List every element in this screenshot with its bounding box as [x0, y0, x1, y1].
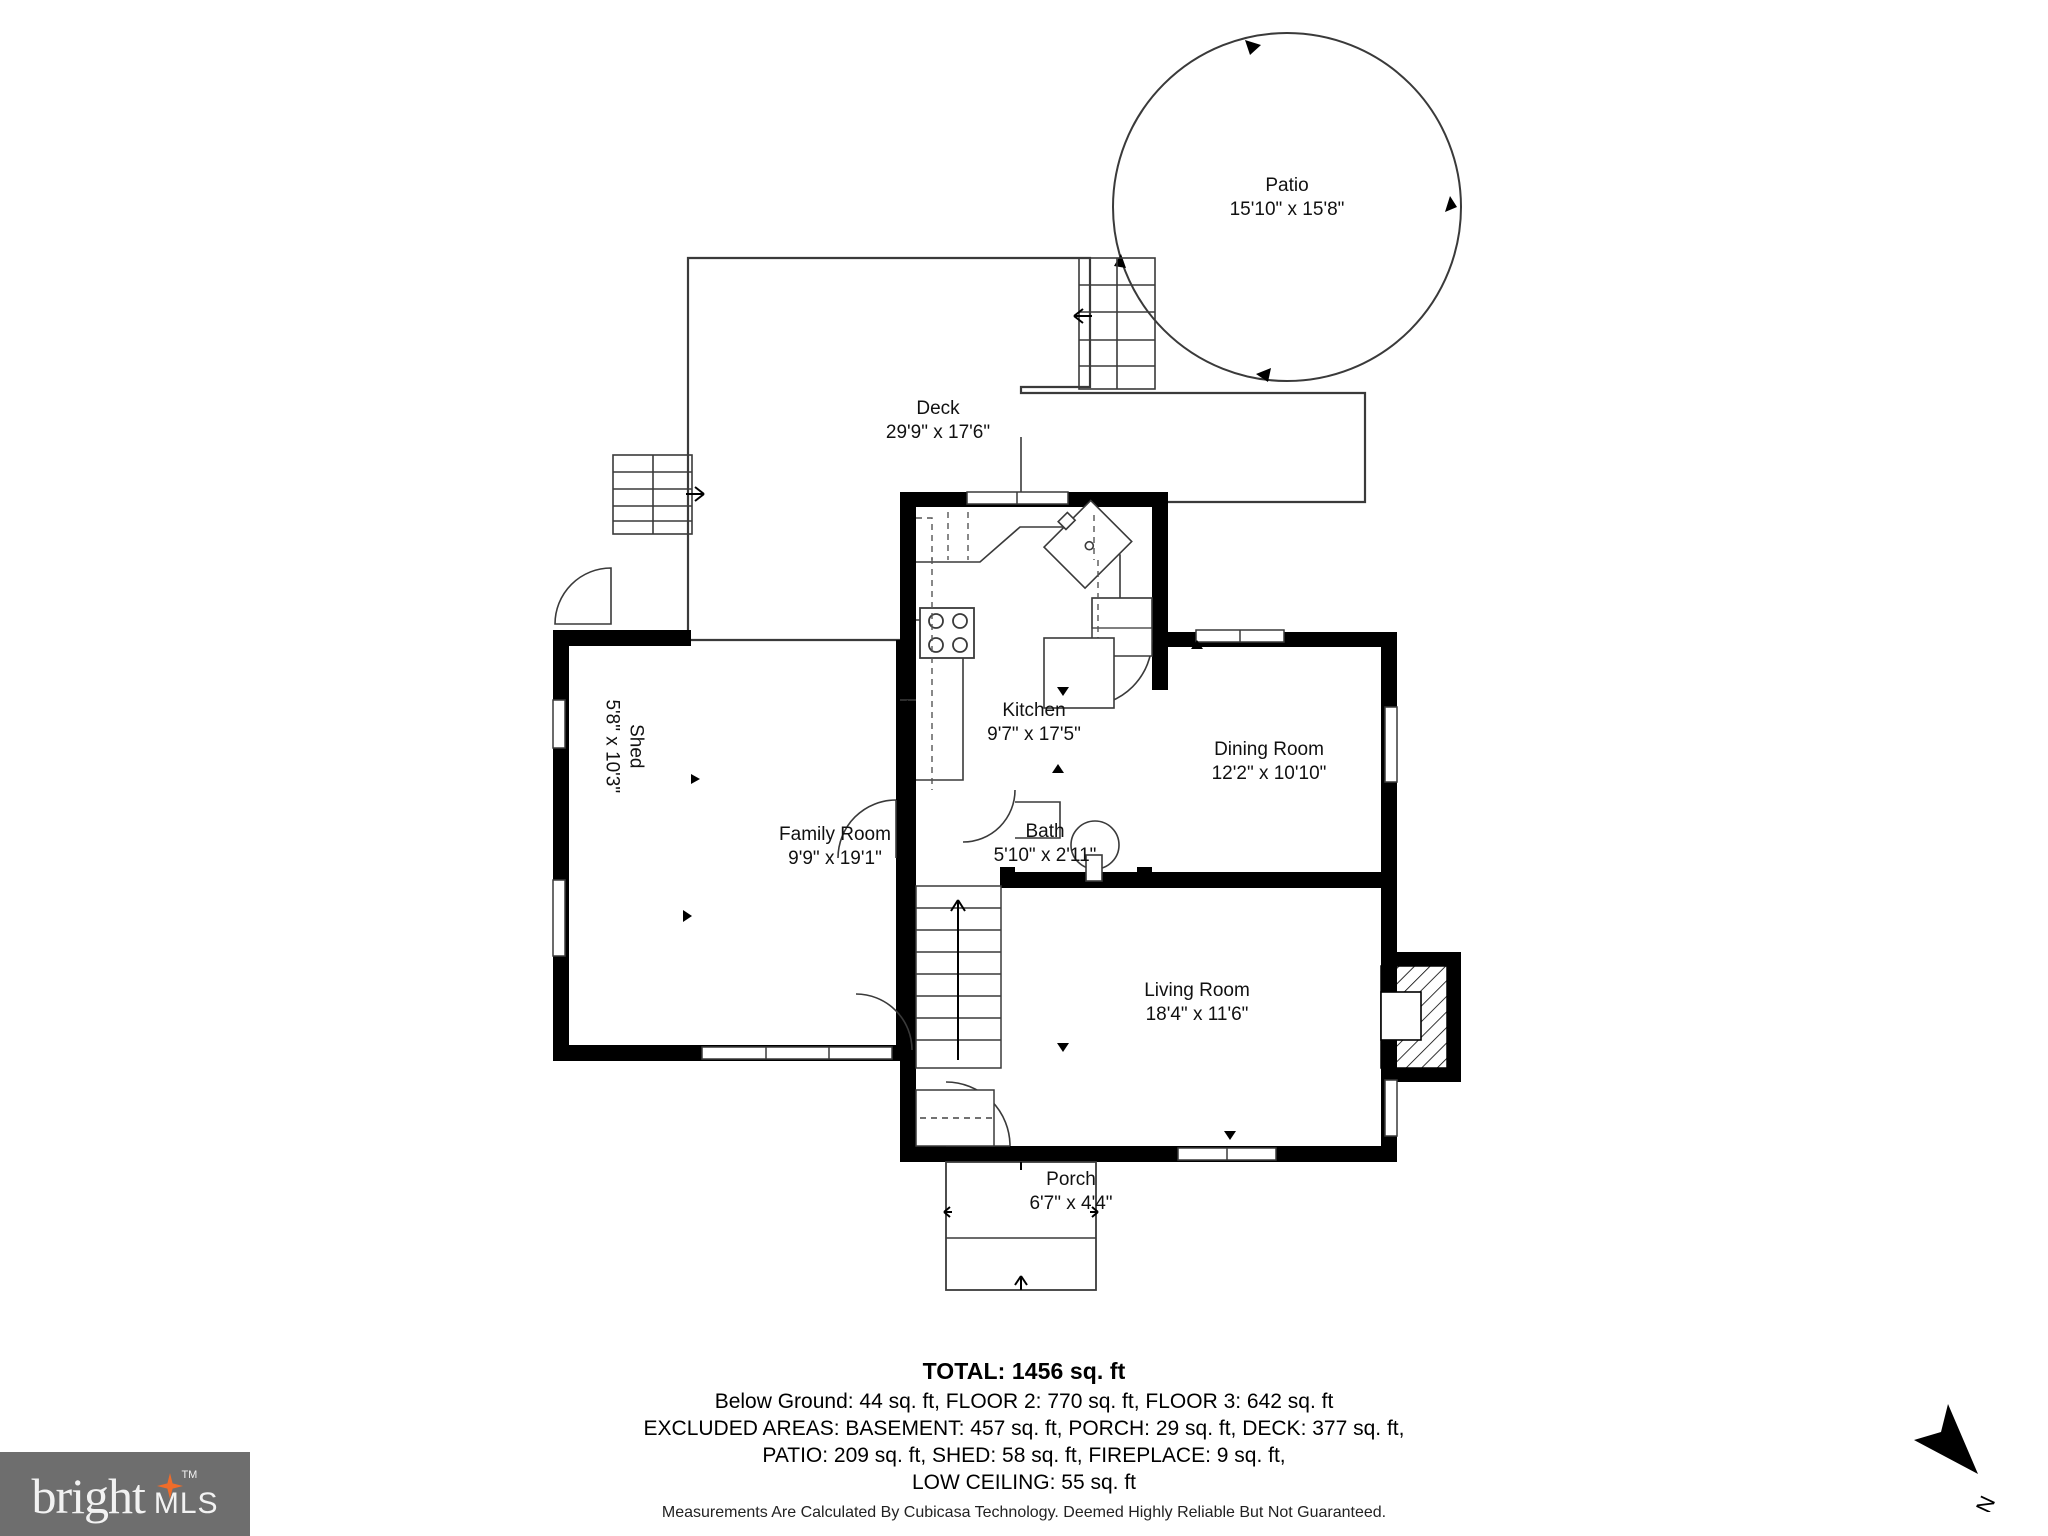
dimension-markers [683, 640, 1236, 1140]
logo-word-bright: bright [31, 1468, 145, 1524]
compass-rose: N [1908, 1382, 2028, 1517]
interior-fills [569, 507, 1381, 1146]
windows [552, 491, 1398, 1161]
brightmls-logo: bright MLS TM [0, 1452, 250, 1536]
disclaimer-text: Measurements Are Calculated By Cubicasa … [661, 1504, 1387, 1521]
doors [837, 639, 1153, 1147]
deck-shape [554, 256, 1367, 653]
logo-trademark: TM [181, 1469, 198, 1481]
stairs [915, 885, 1002, 1147]
summary-total: TOTAL: 1456 sq. ft [922, 1358, 1126, 1384]
summary-line-2: EXCLUDED AREAS: BASEMENT: 457 sq. ft, PO… [643, 1417, 1405, 1441]
summary-line-3: PATIO: 209 sq. ft, SHED: 58 sq. ft, FIRE… [762, 1444, 1286, 1468]
summary-line-1: Below Ground: 44 sq. ft, FLOOR 2: 770 sq… [714, 1390, 1334, 1413]
compass-north-label: N [1971, 1492, 2000, 1512]
logo-word-mls: MLS [153, 1487, 219, 1520]
kitchen-fixtures [916, 499, 1153, 790]
fireplace [1380, 965, 1448, 1069]
sparkle-icon [157, 1473, 184, 1499]
area-summary: TOTAL: 1456 sq. ft Below Ground: 44 sq. … [0, 1358, 2048, 1496]
patio-shape [1112, 32, 1462, 382]
north-arrow-icon: N [1914, 1404, 2000, 1517]
summary-line-4: LOW CEILING: 55 sq. ft [911, 1471, 1137, 1495]
porch-shape [943, 1161, 1099, 1291]
bath-fixtures [1015, 801, 1120, 882]
